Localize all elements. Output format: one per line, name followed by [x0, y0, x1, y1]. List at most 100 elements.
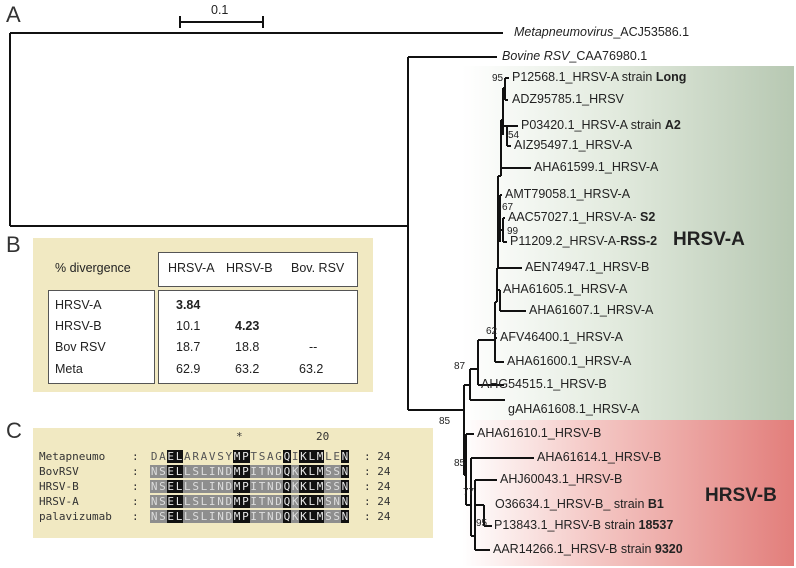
residue: Q	[282, 495, 292, 508]
bootstrap-value: 85	[439, 416, 451, 427]
leaf-label: AHA61610.1_HRSV-B	[477, 426, 601, 440]
residue: K	[299, 465, 308, 478]
residue: L	[325, 450, 332, 463]
residue: D	[224, 495, 233, 508]
table-body-box	[158, 290, 358, 384]
residue: L	[199, 510, 209, 523]
residue: L	[307, 495, 316, 508]
residue: D	[224, 465, 233, 478]
residue: Q	[282, 465, 292, 478]
leaf-bold-part: 9320	[654, 542, 683, 556]
leaf-text-part: AHA61607.1_HRSV-A	[529, 303, 654, 317]
residue: I	[208, 495, 217, 508]
residue: I	[249, 480, 258, 493]
leaf-text-part: P12568.1_HRSV-A strain	[512, 70, 656, 84]
panel-letter-c: C	[6, 418, 22, 443]
column-header-box	[158, 252, 358, 287]
residue: K	[291, 510, 300, 523]
leaf-label: AHA61607.1_HRSV-A	[529, 303, 653, 317]
residue: Q	[282, 480, 292, 493]
bootstrap-value: 67	[502, 202, 514, 213]
residue: N	[340, 510, 350, 523]
residue: N	[150, 465, 159, 478]
leaf-text-part: AMT79058.1_HRSV-A	[505, 187, 631, 201]
residue: L	[183, 480, 192, 493]
residue: S	[332, 510, 341, 523]
residue: N	[340, 450, 350, 463]
residue: P	[241, 480, 250, 493]
leaf-label: P12568.1_HRSV-A strain Long	[512, 70, 686, 84]
leaf-label: P11209.2_HRSV-A-RSS-2	[510, 234, 657, 248]
residue: I	[249, 510, 258, 523]
residue: T	[250, 450, 258, 463]
residue: K	[299, 495, 308, 508]
residue: Y	[225, 450, 233, 463]
table-cell: 4.23	[235, 319, 260, 333]
table-cell: 10.1	[176, 319, 201, 333]
residue: N	[216, 480, 225, 493]
row-label: Meta	[55, 362, 83, 376]
leaf-text-part: P13843.1_HRSV-B strain	[494, 518, 639, 532]
leaf-text-part: P03420.1_HRSV-A strain	[521, 118, 665, 132]
residue: E	[166, 495, 175, 508]
residue: D	[150, 450, 158, 463]
residue: M	[315, 450, 325, 463]
residue: A	[266, 450, 274, 463]
row-label: HRSV-B	[55, 319, 102, 333]
bootstrap-value: 87	[454, 361, 466, 372]
leaf-label: O36634.1_HRSV-B_ strain B1	[495, 497, 664, 511]
residue: L	[183, 510, 192, 523]
residue: L	[174, 495, 184, 508]
residue: S	[158, 495, 167, 508]
residue: S	[324, 465, 333, 478]
leaf-bold-part: B1	[647, 497, 664, 511]
residue: N	[266, 510, 275, 523]
residue: L	[174, 450, 184, 463]
residue: L	[174, 510, 184, 523]
sequence-end-position: : 24	[364, 510, 391, 523]
sequence-separator: :	[132, 495, 139, 508]
leaf-label: AFV46400.1_HRSV-A	[500, 330, 623, 344]
residue: S	[191, 480, 200, 493]
residue: E	[166, 450, 175, 463]
residue: L	[199, 495, 209, 508]
residue: S	[191, 495, 200, 508]
residue: N	[266, 480, 275, 493]
leaf-label: AMT79058.1_HRSV-A	[505, 187, 630, 201]
residue: M	[315, 465, 325, 478]
residue: S	[332, 465, 341, 478]
table-cell: 18.8	[235, 340, 260, 354]
divergence-table-panel: % divergence HRSV-A HRSV-B Bov. RSV HRSV…	[33, 238, 373, 392]
leaf-text-part: AEN74947.1_HRSV-B	[525, 260, 650, 274]
leaf-label: AHA61600.1_HRSV-A	[507, 354, 631, 368]
residue: P	[241, 465, 250, 478]
residue: M	[315, 495, 325, 508]
residue: I	[249, 465, 258, 478]
residue: I	[208, 510, 217, 523]
leaf-bold-part: RSS-2	[620, 234, 658, 248]
residue: L	[307, 450, 316, 463]
sequence-name: HRSV-B	[39, 480, 79, 493]
column-header: HRSV-B	[226, 261, 273, 275]
residue: S	[217, 450, 224, 463]
leaf-text-part: AHA61599.1_HRSV-A	[534, 160, 659, 174]
conservation-star: *	[236, 430, 243, 443]
leaf-label: P13843.1_HRSV-B strain 18537	[494, 518, 673, 532]
residue: Q	[282, 510, 292, 523]
residue: V	[208, 450, 216, 463]
panel-letter-b: B	[6, 232, 21, 257]
residue: R	[192, 450, 199, 463]
residue: A	[200, 450, 208, 463]
bootstrap-value: 99	[507, 226, 519, 237]
sequence-separator: :	[132, 450, 139, 463]
clade-label-hrsv-b: HRSV-B	[705, 485, 777, 506]
leaf-text-part: _CAA76980.1	[569, 49, 648, 63]
scale-bar-label: 0.1	[211, 3, 229, 17]
leaf-text-part: AAR14266.1_HRSV-B strain	[493, 542, 655, 556]
residue: N	[216, 495, 225, 508]
residue: I	[208, 465, 217, 478]
leaf-label: AIZ95497.1_HRSV-A	[514, 138, 632, 152]
tree-branches	[9, 32, 534, 551]
row-label: Bov RSV	[55, 340, 106, 354]
bootstrap-value: 95	[492, 73, 504, 84]
